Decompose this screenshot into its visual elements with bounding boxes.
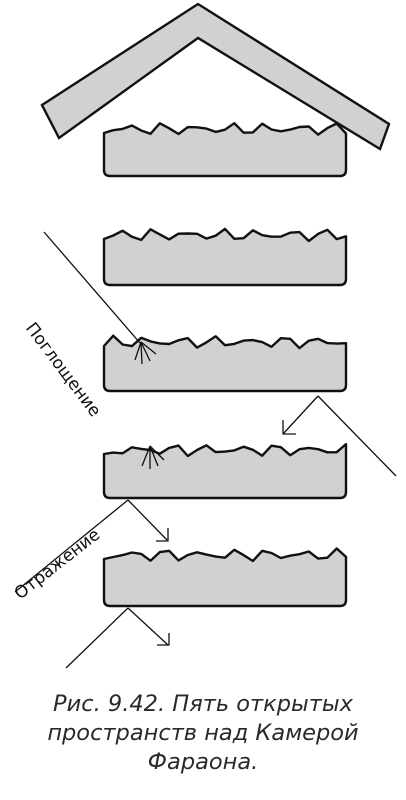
figure-caption: Рис. 9.42. Пять открытых пространств над… [0,690,406,800]
caption-line-2: пространств над Камерой [47,720,359,746]
granite-block-1 [102,122,348,178]
caption-line-3: Фараона. [147,749,259,775]
gable-roof [40,2,391,151]
reflection-label: Отражение [11,525,104,604]
absorbed-ray-lower [141,395,397,477]
granite-block-3 [102,334,348,393]
absorbed-ray [43,231,157,365]
reflected-ray-2 [65,607,170,669]
absorption-label: Поглощение [21,319,105,421]
granite-block-5 [102,547,348,608]
granite-block-2 [102,227,348,287]
caption-line-1: Рис. 9.42. Пять открытых [53,691,353,717]
reflected-ray-1 [14,499,169,593]
granite-block-4 [102,442,348,500]
diagram: Поглощение Отражение [11,2,397,669]
